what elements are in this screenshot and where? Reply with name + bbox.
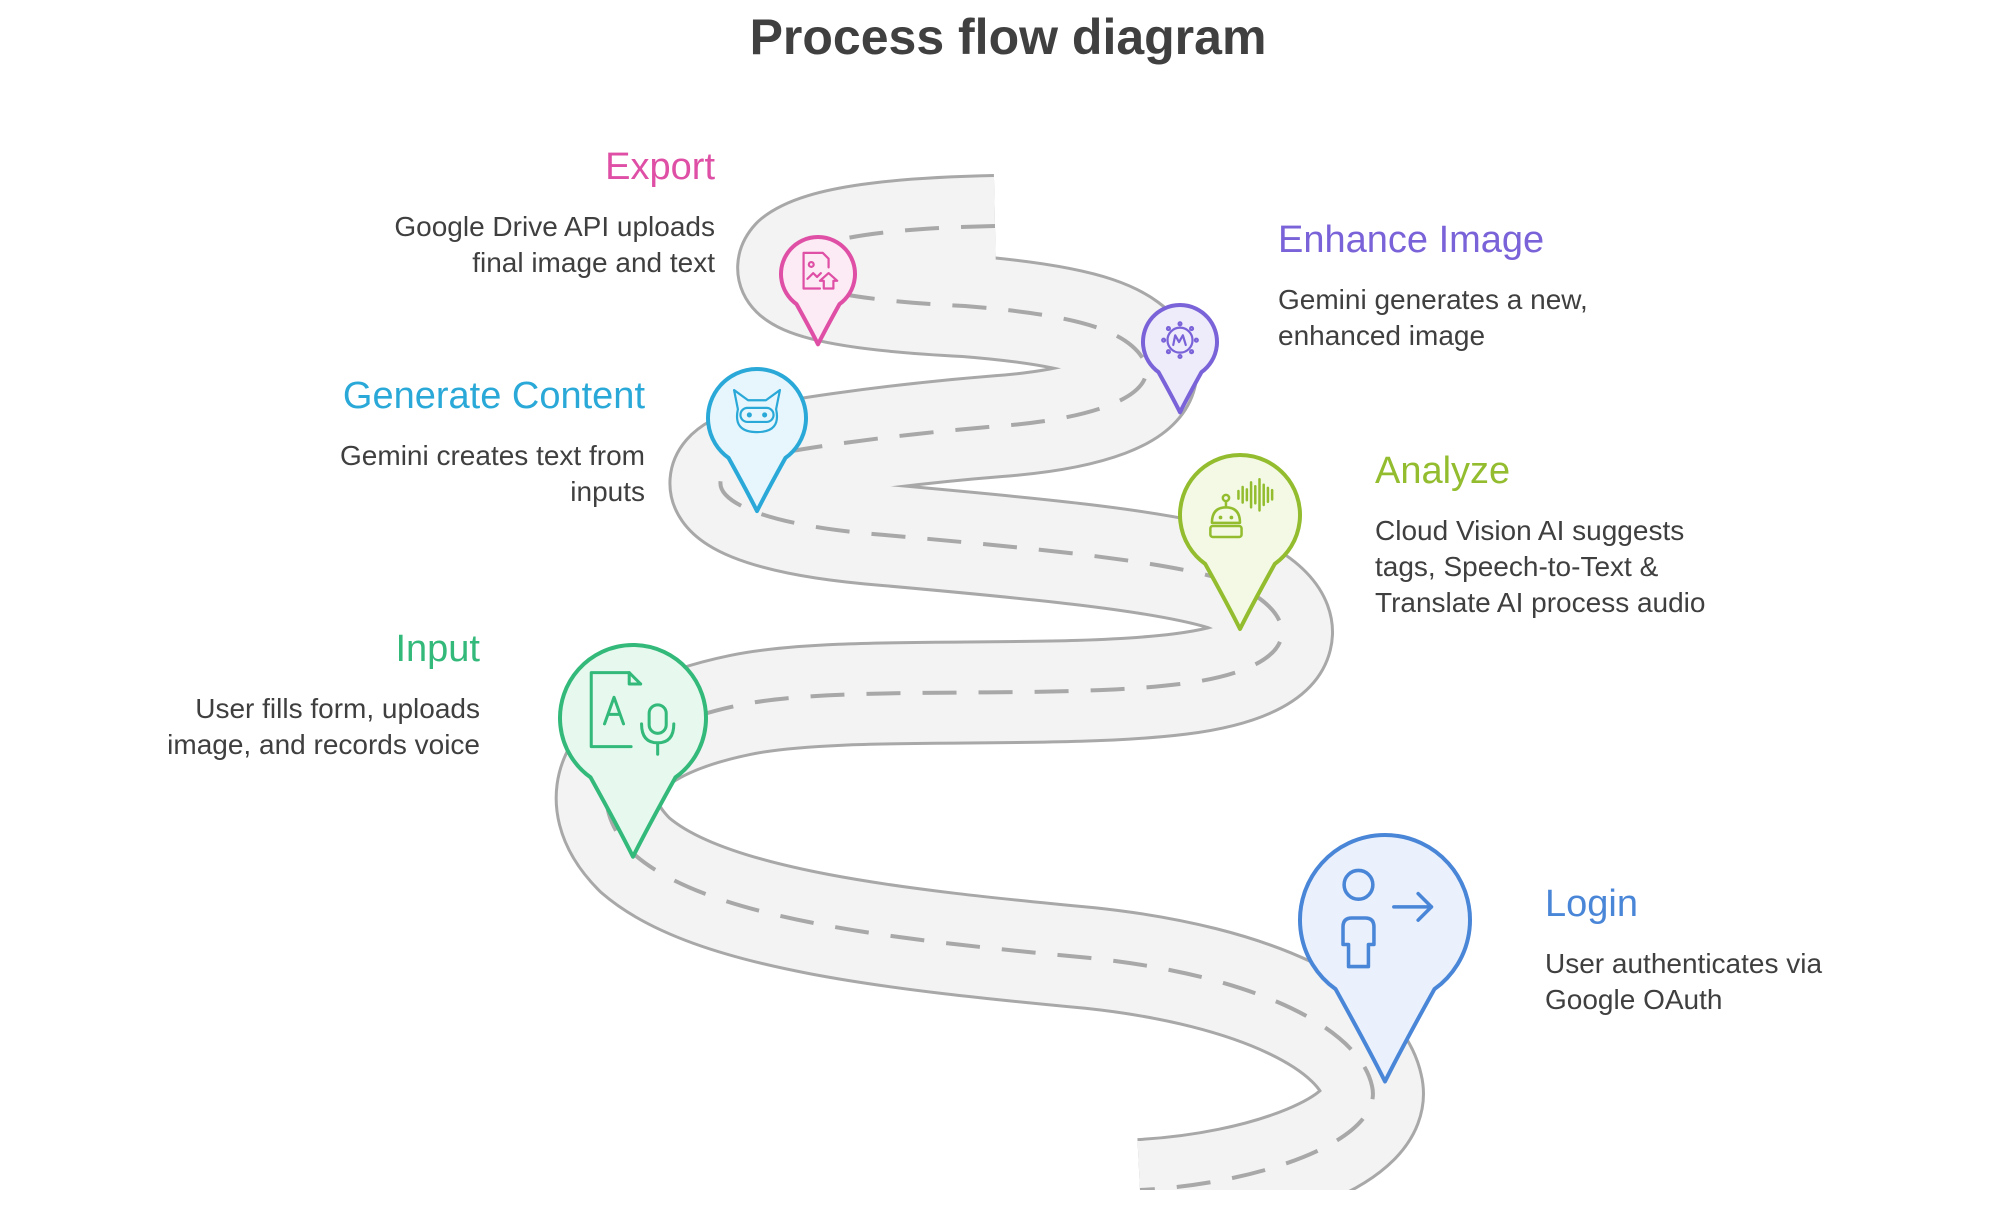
pin-shape-input	[558, 643, 708, 859]
pin-shape-generate	[706, 367, 808, 514]
step-description: Gemini creates text from inputs	[340, 440, 645, 507]
road-bottom-mask	[1050, 1190, 1550, 1220]
robot-soundwave-icon	[1209, 477, 1274, 539]
step-title: Enhance Image	[1278, 219, 1545, 261]
diagram-title: Process flow diagram	[749, 9, 1267, 65]
pin-shape-login	[1298, 833, 1472, 1084]
document-microphone-icon	[589, 671, 676, 756]
marker-input	[558, 643, 708, 859]
marker-generate	[706, 367, 808, 514]
pin-shape-analyze	[1178, 453, 1302, 631]
pin-shape-export	[779, 235, 857, 347]
step-title: Login	[1545, 883, 1638, 925]
step-description: Gemini generates a new, enhanced image	[1278, 284, 1588, 351]
user-login-icon	[1341, 868, 1434, 969]
sparkle-badge-icon	[1161, 321, 1199, 360]
marker-enhance	[1141, 303, 1219, 415]
step-description: Google Drive API uploads final image and…	[394, 211, 715, 278]
robot-face-icon	[732, 388, 782, 434]
step-title: Generate Content	[342, 375, 645, 417]
step-title: Input	[395, 628, 480, 670]
step-title: Export	[605, 146, 715, 188]
step-description: User authenticates via Google OAuth	[1545, 948, 1823, 1015]
step-title: Analyze	[1375, 450, 1511, 492]
step-description: User fills form, uploads image, and reco…	[167, 693, 480, 760]
image-upload-icon	[802, 251, 839, 290]
marker-export	[779, 235, 857, 347]
marker-analyze	[1178, 453, 1302, 631]
step-description: Cloud Vision AI suggests tags, Speech-to…	[1375, 515, 1706, 618]
marker-login	[1298, 833, 1472, 1084]
